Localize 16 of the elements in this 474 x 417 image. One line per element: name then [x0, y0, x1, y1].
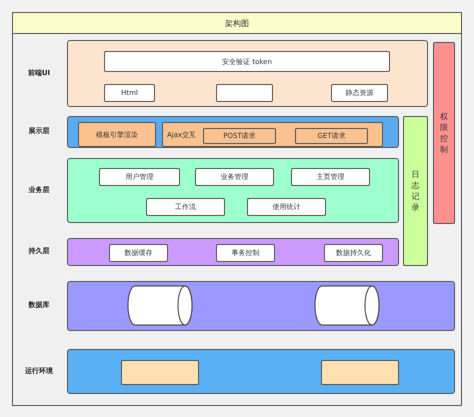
- title-band: 架构图: [13, 13, 461, 34]
- layer-panel: [67, 40, 428, 107]
- layer-panel: [67, 158, 399, 223]
- database-cylinder: [127, 285, 193, 326]
- layer-panel: [67, 349, 455, 394]
- module-box: [216, 84, 273, 102]
- layer-panel: [67, 281, 455, 331]
- frame-background: [12, 12, 462, 406]
- module-box: [162, 122, 383, 147]
- layer-panel: [67, 238, 399, 266]
- layer-panel: [67, 116, 399, 148]
- module-box: [121, 360, 199, 385]
- module-box: [321, 360, 399, 385]
- side-bar: 日志记录: [403, 116, 428, 266]
- database-cylinder: [314, 285, 380, 326]
- side-bar: 权限控制: [433, 42, 455, 224]
